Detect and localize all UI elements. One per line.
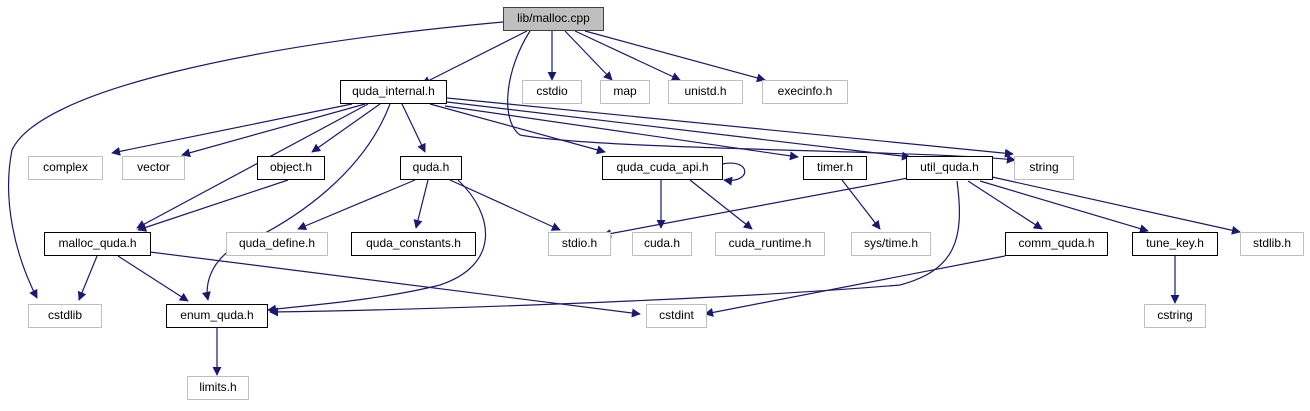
edge-quda-quda-define [297,179,416,231]
edge-quda-internal-enum-quda [202,103,391,301]
node-cuda-h: cuda.h [632,232,692,256]
edge-quda-cuda-api-cuda-runtime [689,179,753,230]
edge-comm-quda-cstdint [704,255,1006,317]
edge-quda-internal-quda-cuda-api [429,103,606,155]
edge-root-cstdlib [7,21,504,299]
edge-util-quda-comm-quda [967,180,1043,230]
node-quda-cuda-api-h[interactable]: quda_cuda_api.h [602,156,723,180]
node-malloc-cpp[interactable]: lib/malloc.cpp [503,7,604,31]
node-vector: vector [122,156,185,180]
node-quda-h[interactable]: quda.h [400,156,462,180]
edge-malloc-quda-enum-quda [117,255,189,302]
node-timer-h[interactable]: timer.h [803,156,867,180]
node-complex: complex [28,156,103,180]
edge-util-quda-enum-quda [269,180,960,317]
node-util-quda-h[interactable]: util_quda.h [906,156,993,180]
edge-util-quda-stdlib [991,176,1241,235]
node-cuda-runtime-h: cuda_runtime.h [715,232,825,256]
node-limits-h: limits.h [187,376,249,400]
node-enum-quda-h[interactable]: enum_quda.h [166,304,268,328]
edge-object-malloc-quda [137,179,289,232]
edge-root-execinfo [584,30,766,83]
edge-quda-internal-string [446,97,1014,158]
node-stdlib-h: stdlib.h [1240,232,1304,256]
edge-quda-cuda-api-self [721,162,746,186]
node-cstdio: cstdio [522,80,582,104]
node-cstdint: cstdint [646,304,707,328]
node-map: map [600,80,650,104]
node-tune-key-h[interactable]: tune_key.h [1132,232,1218,256]
node-quda-define-h: quda_define.h [226,232,328,256]
edge-malloc-quda-cstdlib [77,255,98,301]
node-unistd-h: unistd.h [668,80,743,104]
node-cstdlib: cstdlib [28,304,102,328]
edge-quda-enum-quda [267,179,487,314]
edge-root-quda-internal [421,30,528,85]
node-execinfo-h: execinfo.h [762,80,848,104]
edge-quda-quda-constants [413,179,429,229]
node-cstring: cstring [1144,304,1206,328]
edge-util-quda-stdio [602,177,909,238]
node-quda-internal-h[interactable]: quda_internal.h [340,80,447,104]
edge-quda-internal-object [311,103,381,153]
edge-root-string [507,30,1016,164]
edge-quda-internal-util-quda [446,101,911,161]
node-quda-constants-h[interactable]: quda_constants.h [351,232,476,256]
edge-quda-internal-quda [401,103,426,153]
edge-quda-internal-vector [181,103,366,158]
edge-root-map [564,30,613,81]
edge-root-unistd [574,30,681,81]
node-comm-quda-h[interactable]: comm_quda.h [1005,232,1108,256]
node-stdio-h: stdio.h [548,232,611,256]
edge-malloc-quda-cstdint [149,251,641,318]
edge-quda-stdio [449,179,561,231]
edge-quda-internal-malloc-quda [136,103,369,229]
node-object-h[interactable]: object.h [257,156,325,180]
node-malloc-quda-h[interactable]: malloc_quda.h [44,232,151,256]
edge-timer-sys-time [841,179,881,230]
edge-util-quda-tune-key [979,180,1149,234]
node-sys-time-h: sys/time.h [851,232,931,256]
node-string: string [1014,156,1074,180]
edge-quda-internal-complex [111,103,353,156]
edge-quda-internal-timer [444,105,799,161]
